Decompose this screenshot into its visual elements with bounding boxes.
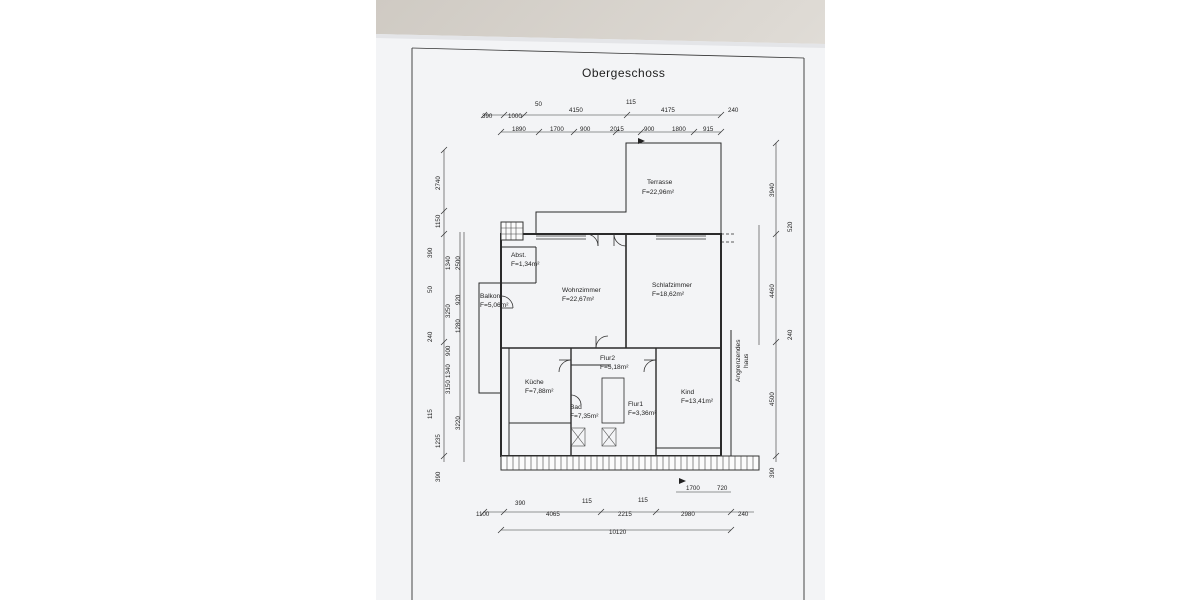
room-balkon-area: F=5,06m²: [480, 302, 509, 309]
room-schlafzimmer-area: F=18,62m²: [652, 291, 685, 298]
room-flur2-name: Flur2: [600, 355, 615, 362]
dim-bottom3-1: 4065: [546, 511, 560, 518]
room-balkon-name: Balkon: [480, 293, 500, 300]
room-kind-name: Kind: [681, 389, 695, 396]
dim-leftmid-5: 1235: [435, 434, 442, 448]
dim-top1-5: 4175: [661, 107, 675, 114]
dim-rightinner-1: 240: [787, 329, 794, 340]
dim-bottom3-4: 240: [738, 511, 749, 518]
dim-leftmid-4: 3150: [445, 380, 452, 394]
room-bad-name: Bad: [570, 404, 582, 411]
dimension-lines: [443, 114, 777, 531]
dim-left-6: 390: [435, 471, 442, 482]
room-kind-area: F=13,41m²: [681, 398, 714, 405]
dimension-labels: 390 1000 50 4150 115 4175 240 1890 1700 …: [427, 99, 794, 536]
dim-left-0: 2740: [435, 176, 442, 190]
dim-right-3: 390: [769, 467, 776, 478]
dim-bottom2-0: 390: [515, 500, 526, 507]
door-swings: [500, 233, 657, 406]
dim-leftmid-1: 3250: [445, 304, 452, 318]
dim-bottom1-0: 1700: [686, 485, 700, 492]
dim-right-2: 4500: [769, 392, 776, 406]
paper-edge-shadow: [376, 34, 825, 48]
dim-left-4: 240: [427, 331, 434, 342]
plan-title: Obergeschoss: [582, 66, 665, 80]
neighbor-label-1: Angrenzendes: [735, 339, 742, 382]
floor-plan-sheet: Obergeschoss: [376, 34, 825, 600]
neighbor-label-2: haus: [743, 353, 750, 368]
dim-bottom2-2: 115: [638, 497, 648, 504]
dim-top2-0: 1890: [512, 126, 526, 133]
room-abst-area: F=1,34m²: [511, 261, 540, 268]
room-terrasse-area: F=22,96m²: [642, 189, 675, 196]
dim-bottom3-3: 2980: [681, 511, 695, 518]
dim-leftinner-0: 2500: [455, 256, 462, 270]
dim-top2-5: 1800: [672, 126, 686, 133]
dim-top1-0: 390: [482, 113, 493, 120]
room-bad-area: F=7,35m²: [570, 413, 599, 420]
dim-left-5: 115: [427, 409, 434, 419]
dim-leftinner-3: 3220: [455, 416, 462, 430]
dim-top1-6: 240: [728, 107, 739, 114]
room-wohnzimmer-name: Wohnzimmer: [562, 287, 602, 294]
dim-left-2: 390: [427, 247, 434, 258]
room-terrasse-name: Terrasse: [647, 179, 673, 186]
dim-top1-3: 4150: [569, 107, 583, 114]
dim-leftmid-2: 900: [445, 345, 452, 356]
dimension-ticks: [440, 111, 780, 534]
dim-top2-6: 915: [703, 126, 714, 133]
dim-bottom3-0: 1100: [476, 511, 490, 518]
window-marks: [536, 235, 706, 240]
shaft-crosses: [570, 427, 617, 447]
room-flur1-area: F=3,36m²: [628, 410, 657, 417]
room-flur2-area: F=5,18m²: [600, 364, 629, 371]
dim-leftmid-3: 1340: [445, 364, 452, 378]
dim-right-1: 4460: [769, 284, 776, 298]
dim-left-1: 1150: [435, 214, 442, 228]
dim-leftinner-1: 920: [455, 294, 462, 305]
dim-top1-1: 1000: [508, 113, 522, 120]
dim-rightinner-0: 520: [787, 221, 794, 232]
dim-top2-1: 1700: [550, 126, 564, 133]
room-wohnzimmer-area: F=22,67m²: [562, 296, 595, 303]
hatched-wall-bands: [500, 221, 760, 471]
room-labels: Terrasse F=22,96m² Abst. F=1,34m² Balkon…: [480, 179, 750, 420]
entrance-arrows: [638, 138, 686, 484]
dim-top2-3: 2015: [610, 126, 624, 133]
frame-top: [411, 47, 805, 59]
room-kueche-area: F=7,88m²: [525, 388, 554, 395]
room-flur1-name: Flur1: [628, 401, 643, 408]
dim-bottom2-1: 115: [582, 498, 592, 505]
dim-right-0: 3940: [769, 183, 776, 197]
room-schlafzimmer-name: Schlafzimmer: [652, 282, 693, 289]
dim-top1-2: 50: [535, 101, 542, 108]
dim-bottom1-1: 720: [717, 485, 728, 492]
dim-leftmid-0: 1340: [445, 256, 452, 270]
dim-top1-4: 115: [626, 99, 636, 106]
dim-top2-2: 900: [580, 126, 591, 133]
dim-leftinner-2: 1280: [455, 319, 462, 333]
room-abst-name: Abst.: [511, 252, 526, 259]
dim-total: 10120: [609, 529, 627, 536]
dim-top2-4: 900: [644, 126, 655, 133]
room-kueche-name: Küche: [525, 379, 544, 386]
paper: [376, 34, 825, 600]
dim-left-3: 50: [427, 286, 434, 293]
dim-bottom3-2: 2215: [618, 511, 632, 518]
photo-background: Obergeschoss: [376, 0, 825, 600]
